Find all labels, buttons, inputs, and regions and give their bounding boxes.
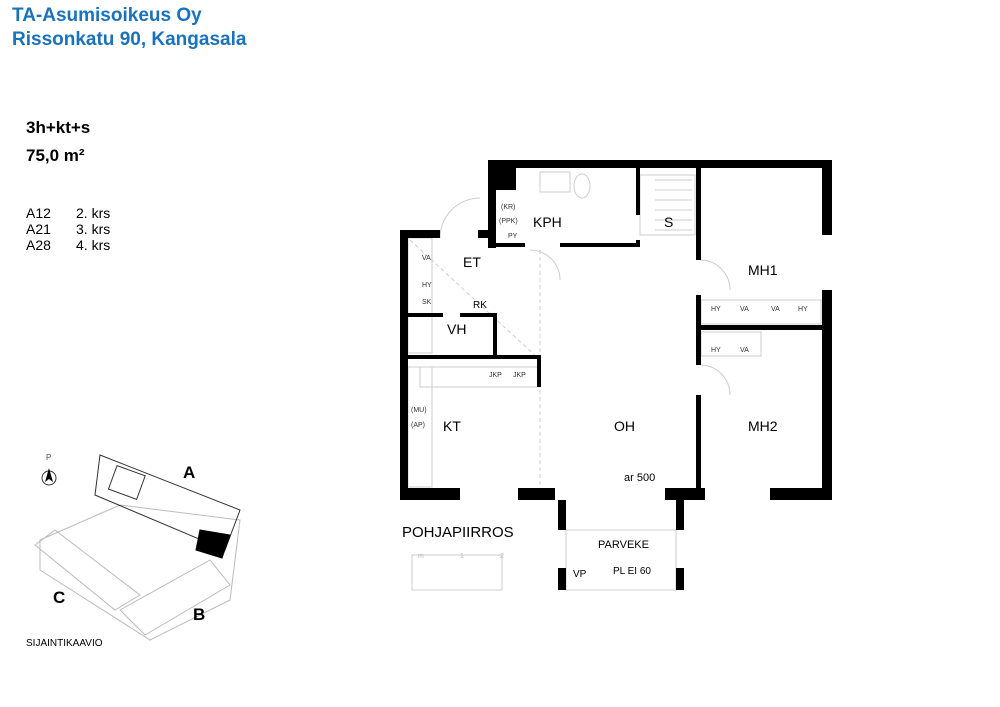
company-name: TA-Asumisoikeus Oy <box>12 5 202 26</box>
stair-lines <box>655 179 692 231</box>
fixture-jkp: JKP <box>513 372 526 379</box>
apartment-area: 75,0 m² <box>26 146 85 165</box>
fixture-jkp: JKP <box>489 372 502 379</box>
scale-label: 2 <box>500 553 504 560</box>
room-label-vh: VH <box>447 321 467 337</box>
header: TA-Asumisoikeus Oy Rissonkatu 90, Kangas… <box>12 4 246 52</box>
room-label-mh2: MH2 <box>748 418 778 434</box>
building-label-a: A <box>183 463 196 482</box>
closet-label: HY <box>798 306 808 313</box>
fixture-hy: HY <box>422 282 432 289</box>
fixture-sk: SK <box>422 299 432 306</box>
window-label: ar 500 <box>624 472 656 484</box>
closet-label: VA <box>740 306 749 313</box>
unit-row: A21 3. krs <box>26 221 126 237</box>
unit-row: A12 2. krs <box>26 205 126 221</box>
room-label-kph: KPH <box>533 214 562 230</box>
site-plan <box>34 454 241 641</box>
fixture-kr: (KR) <box>501 204 516 211</box>
room-label-s: S <box>664 214 674 230</box>
unit-floor: 3. krs <box>76 221 111 237</box>
room-label-oh: OH <box>614 418 635 434</box>
plan-title: POHJAPIIRROS <box>402 524 514 541</box>
fixture-py: PY <box>508 233 518 240</box>
room-label-rk: RK <box>473 300 487 311</box>
unit-floor: 2. krs <box>76 205 111 221</box>
scale-label: m <box>418 553 424 560</box>
apartment-type: 3h+kt+s <box>26 118 91 137</box>
room-label-vp: VP <box>573 569 587 580</box>
apartment-location-marker <box>195 529 231 559</box>
fixture-va: VA <box>422 255 431 262</box>
room-label-et: ET <box>463 254 481 270</box>
walls <box>400 160 832 590</box>
room-label-parveke: PARVEKE <box>598 539 649 551</box>
unit-row: A28 4. krs <box>26 237 126 253</box>
closet-label: VA <box>740 347 749 354</box>
building-label-b: B <box>193 605 206 624</box>
closet-label: VA <box>771 306 780 313</box>
unit-floor: 4. krs <box>76 237 111 253</box>
scale-label: 1 <box>460 553 464 560</box>
unit-id: A28 <box>26 237 51 253</box>
closet-label: HY <box>711 347 721 354</box>
fixture-ppk: (PPK) <box>499 218 518 225</box>
north-label: P <box>46 453 52 462</box>
fixture-mu: (MU) <box>411 407 427 414</box>
building-label-c: C <box>53 588 66 607</box>
north-arrow-icon <box>45 468 53 482</box>
room-label-mh1: MH1 <box>748 262 778 278</box>
address: Rissonkatu 90, Kangasala <box>12 29 247 50</box>
unit-id: A12 <box>26 205 51 221</box>
unit-id: A21 <box>26 221 51 237</box>
room-label-kt: KT <box>443 418 461 434</box>
closet-label: HY <box>711 306 721 313</box>
room-label-pl: PL EI 60 <box>613 566 651 577</box>
fixture-ap: (AP) <box>411 422 425 429</box>
site-plan-title: SIJAINTIKAAVIO <box>26 638 103 649</box>
